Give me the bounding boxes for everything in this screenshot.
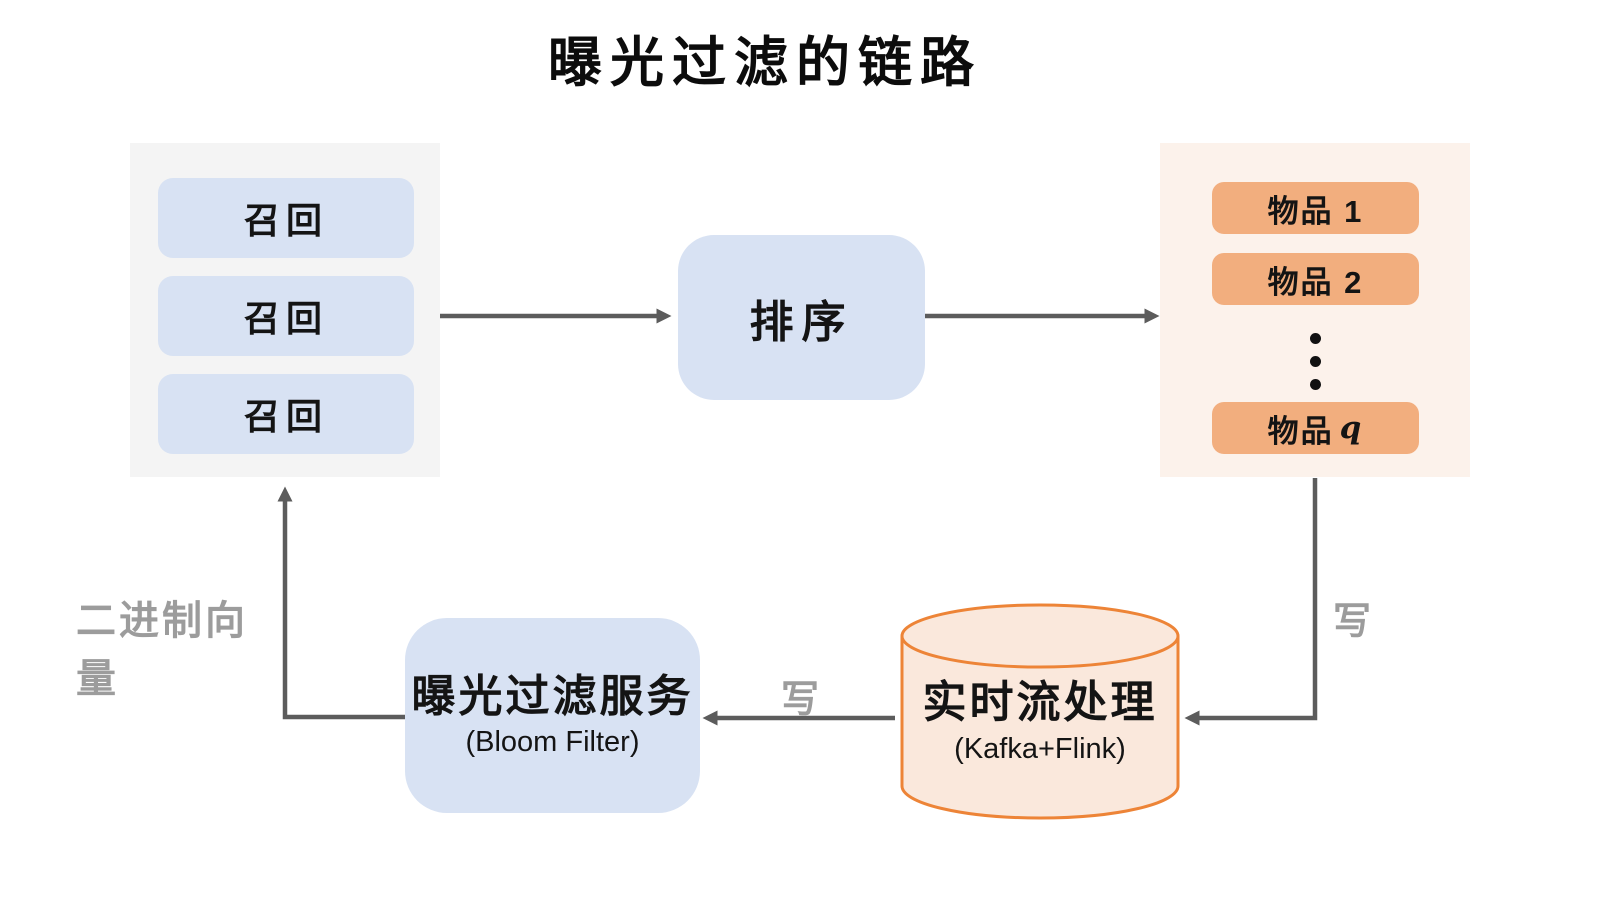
filter-service-sublabel: (Bloom Filter) — [465, 726, 640, 759]
stream-processor-text: 实时流处理 (Kafka+Flink) — [895, 678, 1185, 766]
ranking-node: 排序 — [678, 235, 925, 400]
item-box-1-label: 物品 1 — [1267, 193, 1364, 229]
items-panel: 物品 1 物品 2 物品 q — [1160, 143, 1470, 477]
item-box-2-label: 物品 2 — [1267, 264, 1364, 300]
filter-service-label: 曝光过滤服务 — [411, 671, 694, 721]
item-box-1: 物品 1 — [1212, 182, 1419, 234]
stream-processor-sublabel: (Kafka+Flink) — [954, 732, 1126, 765]
vertical-ellipsis-icon — [1160, 333, 1470, 390]
database-cylinder-icon — [900, 603, 1180, 820]
diagram-title: 曝光过滤的链路 — [548, 33, 982, 93]
filter-service-node: 曝光过滤服务 (Bloom Filter) — [405, 618, 700, 813]
edge-items-to-stream — [1184, 478, 1318, 726]
item-box-q-prefix: 物品 — [1267, 413, 1334, 449]
edge-filter-to-recall — [277, 486, 405, 720]
edge-label-binary-vector: 二进制向量 — [76, 599, 248, 701]
item-box-q: 物品 q — [1212, 402, 1419, 454]
recall-box-1: 召回 — [158, 178, 414, 258]
recall-box-2-label: 召回 — [243, 298, 328, 339]
item-box-q-variable: q — [1339, 410, 1364, 446]
stream-processor-label: 实时流处理 — [922, 678, 1158, 727]
recall-box-3: 召回 — [158, 374, 414, 454]
recall-box-1-label: 召回 — [243, 200, 328, 241]
recall-panel: 召回 召回 召回 — [130, 143, 440, 477]
recall-box-2: 召回 — [158, 276, 414, 356]
edge-label-write-stream-to-filter: 写 — [780, 679, 819, 721]
stream-processor-node: 实时流处理 (Kafka+Flink) — [895, 596, 1185, 828]
recall-box-3-label: 召回 — [243, 396, 328, 437]
item-box-2: 物品 2 — [1212, 253, 1419, 305]
ranking-node-label: 排序 — [749, 297, 854, 347]
edge-label-write-items-to-stream: 写 — [1332, 601, 1371, 643]
